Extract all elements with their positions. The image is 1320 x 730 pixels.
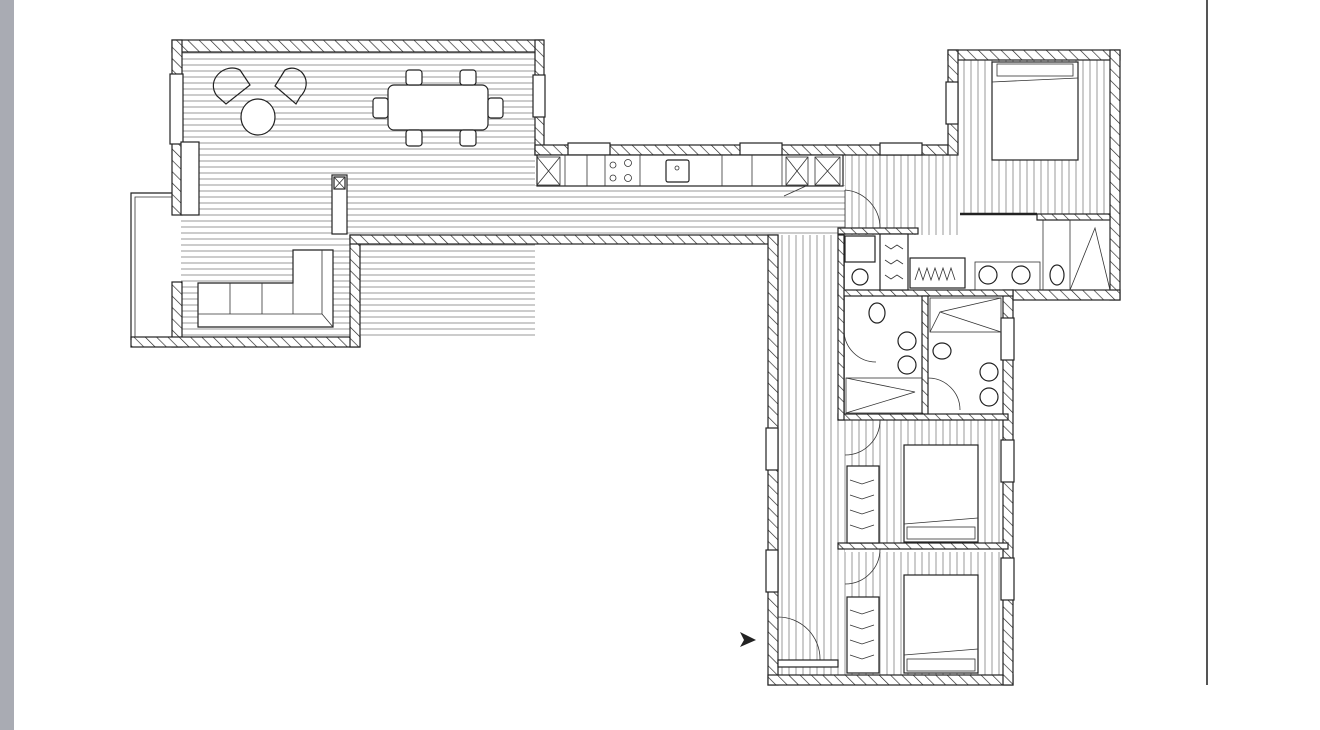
fridge-icon <box>536 156 561 186</box>
wall-living-top <box>171 39 544 53</box>
wardrobe <box>909 257 966 289</box>
sink-icon <box>979 387 999 407</box>
utility <box>844 233 966 674</box>
wall-master-bottom <box>1012 289 1121 301</box>
wall-living-bottom <box>130 336 361 348</box>
window <box>1000 317 1015 361</box>
sink-icon <box>978 265 998 285</box>
wardrobe <box>879 233 909 291</box>
window <box>945 81 959 125</box>
toilet-icon <box>868 302 886 324</box>
entrance-door <box>777 616 821 661</box>
landing-floor <box>845 155 958 235</box>
wall-corridor-bottom <box>349 234 779 245</box>
entrance-arrow-icon <box>740 632 756 647</box>
wall-bath-bottom <box>837 413 1009 421</box>
wall-master-top <box>947 49 1121 61</box>
hall-floor <box>778 235 845 675</box>
door-swing <box>783 185 807 197</box>
wall-laundry-top <box>837 227 919 235</box>
stove-burner <box>624 159 632 167</box>
window <box>532 74 546 118</box>
sofa <box>197 249 334 328</box>
sink-icon <box>665 159 690 183</box>
shower <box>929 297 1002 333</box>
wall-bottom <box>767 674 1014 686</box>
wall-bath-row <box>837 289 1014 297</box>
doors <box>777 185 961 668</box>
chair <box>459 69 477 86</box>
bed <box>991 61 1079 161</box>
chair <box>405 69 423 86</box>
toilet-icon <box>932 342 952 360</box>
chair <box>487 97 504 119</box>
balcony-door <box>180 141 200 216</box>
wall-living-right-lower <box>349 234 361 348</box>
chair <box>372 97 389 119</box>
bathroom-1 <box>845 302 923 414</box>
pillow <box>996 63 1074 77</box>
left-scroll-edge <box>0 0 14 730</box>
lounge-chairs <box>212 67 307 136</box>
window <box>765 427 779 471</box>
kitchen-corridor-floor <box>535 185 845 235</box>
dining-table <box>387 84 489 131</box>
door-swing <box>843 329 877 363</box>
wardrobe <box>846 596 880 674</box>
window <box>567 142 611 156</box>
sink-icon <box>979 362 999 382</box>
wall-bedroom-divider <box>837 542 1009 550</box>
kitchen-island <box>331 174 348 235</box>
page-border-line <box>1206 0 1208 685</box>
window <box>739 142 783 156</box>
bed <box>903 444 979 543</box>
window <box>879 142 923 156</box>
chair <box>459 129 477 147</box>
balcony <box>130 192 172 340</box>
armchair <box>274 67 307 105</box>
wall-ensuite-top <box>1036 213 1111 221</box>
bedroom-3 <box>903 574 979 674</box>
door-swing <box>927 377 961 411</box>
bedroom-2 <box>903 444 979 543</box>
stove-burner <box>624 174 632 182</box>
pillow <box>906 526 976 540</box>
bathroom-2 <box>929 297 1002 407</box>
window <box>1000 557 1015 601</box>
sink-icon <box>1011 265 1031 285</box>
door-swing <box>844 189 881 229</box>
sink-icon <box>897 355 917 375</box>
master-bedroom <box>960 61 1111 291</box>
shower <box>1069 219 1111 291</box>
kitchen-counter <box>536 154 844 187</box>
washing-machine <box>844 235 876 263</box>
bed <box>903 574 979 674</box>
window <box>169 73 184 145</box>
windows <box>169 73 1015 601</box>
dryer <box>851 268 869 286</box>
shower <box>845 377 923 414</box>
threshold <box>777 659 839 668</box>
door-swing <box>844 548 881 585</box>
sink-icon <box>897 331 917 351</box>
coffee-table <box>240 98 276 136</box>
toilet-icon <box>1049 264 1065 286</box>
dining-set <box>372 69 504 147</box>
wall-master-right <box>1109 49 1121 301</box>
window <box>1000 439 1015 483</box>
stove-burner <box>609 161 617 169</box>
window <box>765 549 779 593</box>
chair <box>405 129 423 147</box>
door-swing <box>844 419 881 456</box>
armchair <box>212 67 251 105</box>
stove-burner <box>609 174 617 182</box>
wall-hall-right-1 <box>837 234 845 421</box>
wardrobe <box>846 465 880 544</box>
pillow <box>906 658 976 672</box>
wall-bath-divider <box>921 295 929 417</box>
